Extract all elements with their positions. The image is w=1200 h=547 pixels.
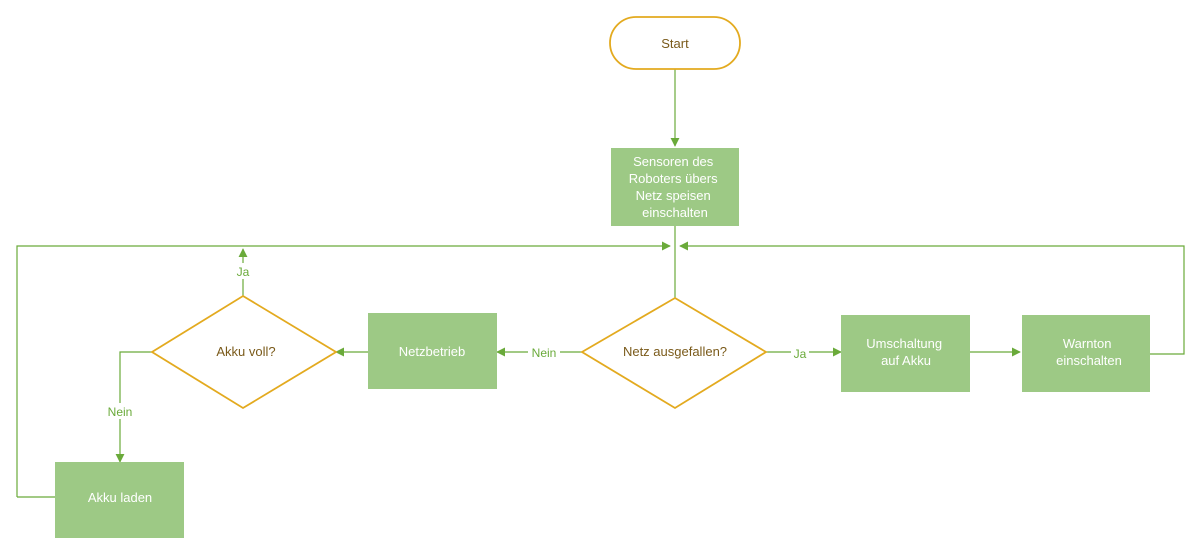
warnton-line-2: einschalten: [1056, 353, 1122, 368]
edge-labels: Nein Ja Ja Nein: [103, 263, 809, 419]
sensoren-line-4: einschalten: [642, 205, 708, 220]
edge-akku-voll-nein-to-laden: [115, 351, 152, 463]
sensoren-node: Sensoren des Roboters übers Netz speisen…: [611, 148, 739, 226]
edge-loop-right: [679, 241, 1185, 355]
sensoren-line-2: Roboters übers: [629, 171, 718, 186]
svg-text:Umschaltung auf Akku: Umschaltung auf Akku: [866, 336, 946, 368]
svg-text:Sensoren des Roboters üb: Sensoren des Roboters übers Netz speisen…: [629, 154, 722, 220]
sensoren-line-1: Sensoren des: [633, 154, 714, 169]
akku-voll-label: Akku voll?: [216, 344, 275, 359]
warnton-line-1: Warnton: [1063, 336, 1112, 351]
edge-label-ja-netz: Ja: [794, 347, 807, 361]
edge-label-ja-akku: Ja: [237, 265, 250, 279]
start-node: Start: [609, 16, 741, 70]
connectors: [16, 69, 1185, 498]
netzbetrieb-node: Netzbetrieb: [368, 313, 497, 389]
netz-ausgefallen-node: Netz ausgefallen?: [580, 296, 768, 410]
umschaltung-node: Umschaltung auf Akku: [841, 315, 970, 392]
edge-label-nein-netz: Nein: [532, 346, 557, 360]
warnton-node: Warnton einschalten: [1022, 315, 1150, 392]
edge-loop-left-top: [16, 241, 671, 497]
umschaltung-line-1: Umschaltung: [866, 336, 942, 351]
sensoren-line-3: Netz speisen: [636, 188, 711, 203]
akku-laden-label: Akku laden: [88, 490, 152, 505]
svg-text:Warnton einschalten: Warnton einschalten: [1056, 336, 1122, 368]
start-label: Start: [661, 36, 689, 51]
umschaltung-line-2: auf Akku: [881, 353, 931, 368]
edge-label-nein-akku: Nein: [108, 405, 133, 419]
netzbetrieb-label: Netzbetrieb: [399, 344, 465, 359]
netz-ausgefallen-label: Netz ausgefallen?: [623, 344, 727, 359]
akku-voll-node: Akku voll?: [150, 294, 338, 410]
akku-laden-node: Akku laden: [55, 462, 184, 538]
